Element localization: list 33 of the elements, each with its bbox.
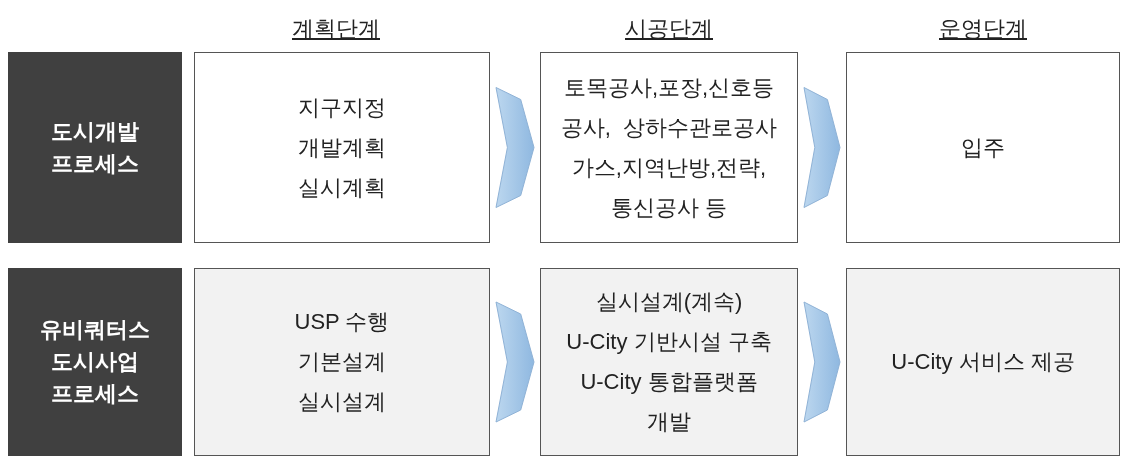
stage-box xyxy=(846,52,1120,243)
box-text: U-City 서비스 제공 xyxy=(891,348,1075,376)
process-title-box xyxy=(8,52,182,243)
chevron-arrow xyxy=(803,301,841,423)
chevron-arrow xyxy=(803,87,841,208)
box-text: 실시설계(계속) xyxy=(595,288,743,316)
stage-box xyxy=(540,52,798,243)
process-title-box xyxy=(8,268,182,456)
box-text: 입주 xyxy=(961,133,1005,162)
box-text: 개발계획 xyxy=(298,133,386,162)
box-text: 기본설계 xyxy=(298,348,386,376)
box-text: U-City 기반시설 구축 xyxy=(566,328,772,356)
stage-heading: 운영단계 xyxy=(939,15,1027,43)
box-text: 도시개발 프로세스 xyxy=(50,117,140,178)
box-text: 통신공사 등 xyxy=(610,193,728,222)
stage-box xyxy=(194,268,490,456)
box-text: 지구지정 xyxy=(298,93,386,122)
box-text: U-City 통합플랫폼 xyxy=(580,368,758,396)
chevron-arrow xyxy=(495,301,535,423)
box-text: USP 수행 xyxy=(294,308,390,336)
box-text: 실시계획 xyxy=(298,173,386,202)
box-text: 실시설계 xyxy=(298,388,386,416)
box-text: 토목공사,포장,신호등 xyxy=(563,73,775,102)
stage-box xyxy=(194,52,490,243)
stage-box xyxy=(540,268,798,456)
box-text: 유비쿼터스 도시사업 프로세스 xyxy=(39,316,151,408)
stage-heading: 시공단계 xyxy=(625,15,713,43)
stage-heading: 계획단계 xyxy=(292,15,380,43)
stage-box xyxy=(846,268,1120,456)
box-text: 개발 xyxy=(647,408,691,436)
chevron-arrow xyxy=(495,87,535,208)
box-text: 공사, 상하수관로공사 xyxy=(560,113,778,142)
box-text: 가스,지역난방,전략, xyxy=(571,153,767,182)
